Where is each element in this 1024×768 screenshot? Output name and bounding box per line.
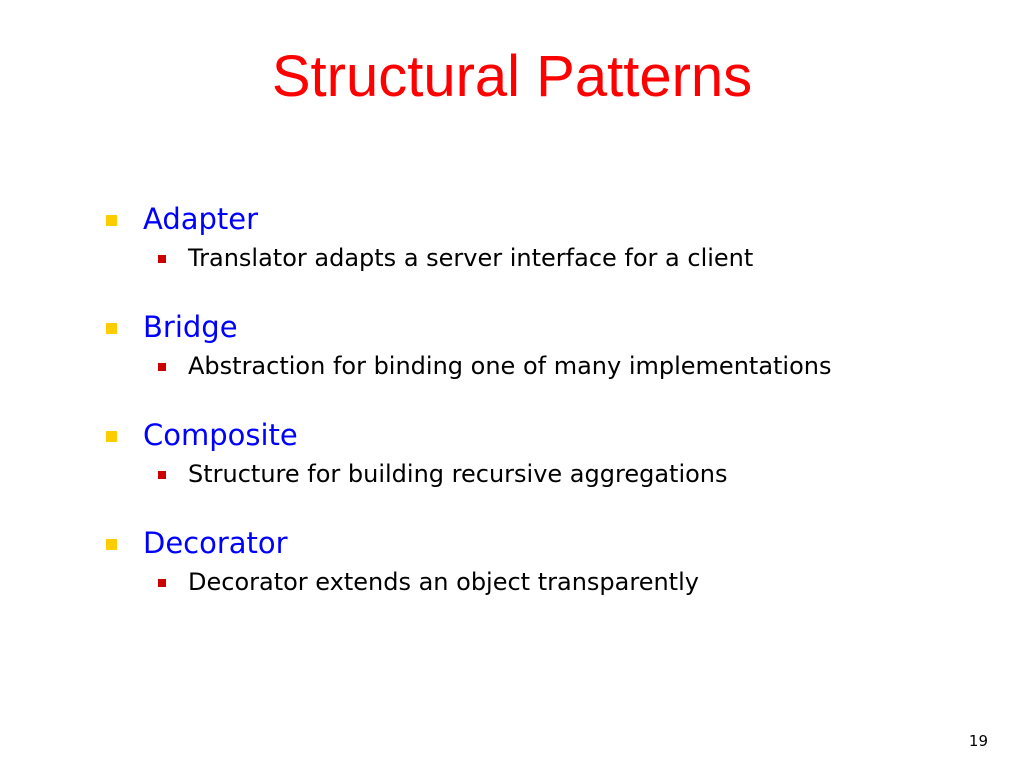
bullet-level1: Adapter <box>104 198 1004 240</box>
list-item: Decorator Decorator extends an object tr… <box>104 522 1004 608</box>
square-bullet-icon <box>158 471 166 479</box>
pattern-heading: Decorator <box>143 526 288 560</box>
pattern-detail: Decorator extends an object transparentl… <box>188 568 699 596</box>
list-item: Bridge Abstraction for binding one of ma… <box>104 306 1004 392</box>
square-bullet-icon <box>106 215 117 226</box>
square-bullet-icon <box>106 431 117 442</box>
bullet-list: Adapter Translator adapts a server inter… <box>104 198 1004 630</box>
bullet-level1: Decorator <box>104 522 1004 564</box>
list-item: Adapter Translator adapts a server inter… <box>104 198 1004 284</box>
bullet-level2: Structure for building recursive aggrega… <box>104 456 1004 500</box>
pattern-detail: Structure for building recursive aggrega… <box>188 460 728 488</box>
bullet-level2: Abstraction for binding one of many impl… <box>104 348 1004 392</box>
square-bullet-icon <box>158 579 166 587</box>
list-item: Composite Structure for building recursi… <box>104 414 1004 500</box>
square-bullet-icon <box>158 363 166 371</box>
pattern-heading: Composite <box>143 418 298 452</box>
bullet-level1: Composite <box>104 414 1004 456</box>
slide-title: Structural Patterns <box>271 44 753 109</box>
bullet-level2: Translator adapts a server interface for… <box>104 240 1004 284</box>
page-number: 19 <box>968 732 988 750</box>
pattern-heading: Adapter <box>143 202 259 236</box>
square-bullet-icon <box>158 255 166 263</box>
square-bullet-icon <box>106 323 117 334</box>
bullet-level1: Bridge <box>104 306 1004 348</box>
pattern-detail: Abstraction for binding one of many impl… <box>188 352 832 380</box>
square-bullet-icon <box>106 539 117 550</box>
pattern-heading: Bridge <box>143 310 238 344</box>
bullet-level2: Decorator extends an object transparentl… <box>104 564 1004 608</box>
pattern-detail: Translator adapts a server interface for… <box>188 244 754 272</box>
